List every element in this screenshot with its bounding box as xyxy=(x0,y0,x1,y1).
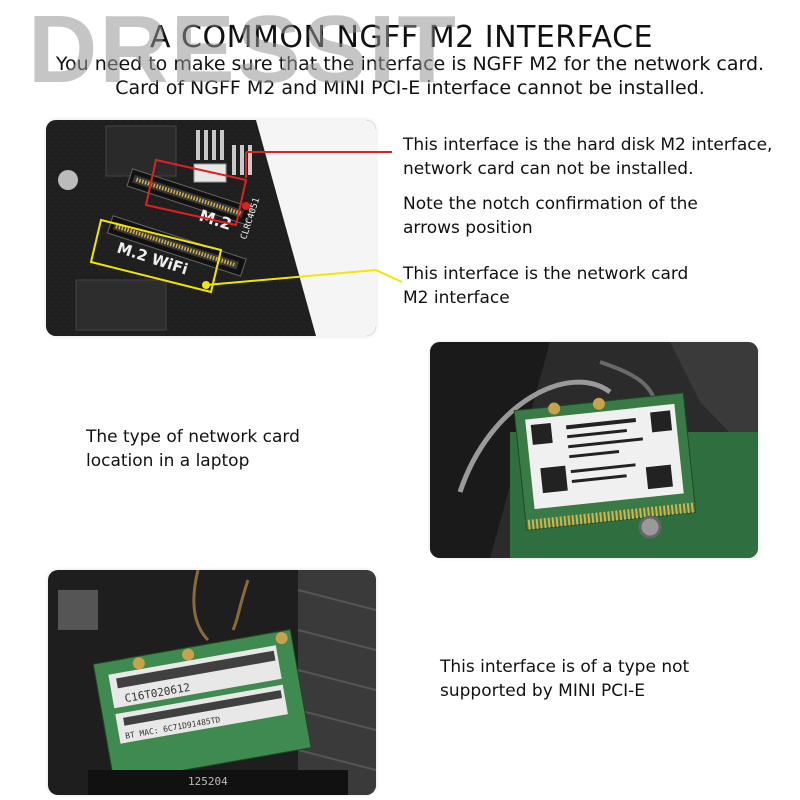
intro-text: You need to make sure that the interface… xyxy=(40,52,780,100)
intro-line-2: Card of NGFF M2 and MINI PCI-E interface… xyxy=(115,77,705,99)
wifi-slot-highlight xyxy=(89,218,223,294)
laptop-network-card-photo xyxy=(430,342,758,558)
hard-disk-slot-highlight xyxy=(144,158,248,227)
laptop-network-card-illustration xyxy=(430,342,758,558)
note-hard-disk: This interface is the hard disk M2 inter… xyxy=(403,135,773,179)
intro-line-1: You need to make sure that the interface… xyxy=(55,53,765,75)
mini-pcie-card-illustration: C16T020612 BT MAC: 6C71D91485TD 125204 xyxy=(48,570,376,795)
mini-pcie-card-photo: C16T020612 BT MAC: 6C71D91485TD 125204 xyxy=(48,570,376,795)
motherboard-m2-photo: M.2 M.2 WiFi CLRC4051 xyxy=(46,120,376,336)
note-notch: Note the notch confirmation of the arrow… xyxy=(403,194,698,238)
page-title: A COMMON NGFF M2 INTERFACE xyxy=(150,20,654,55)
pcb-label: 125204 xyxy=(188,775,228,788)
mini-pcie-caption: This interface is of a type not supporte… xyxy=(440,657,690,701)
laptop-caption: The type of network card location in a l… xyxy=(86,427,300,471)
note-network-card: This interface is the network card M2 in… xyxy=(403,264,689,308)
motherboard-m2-illustration: M.2 M.2 WiFi CLRC4051 xyxy=(46,120,376,336)
